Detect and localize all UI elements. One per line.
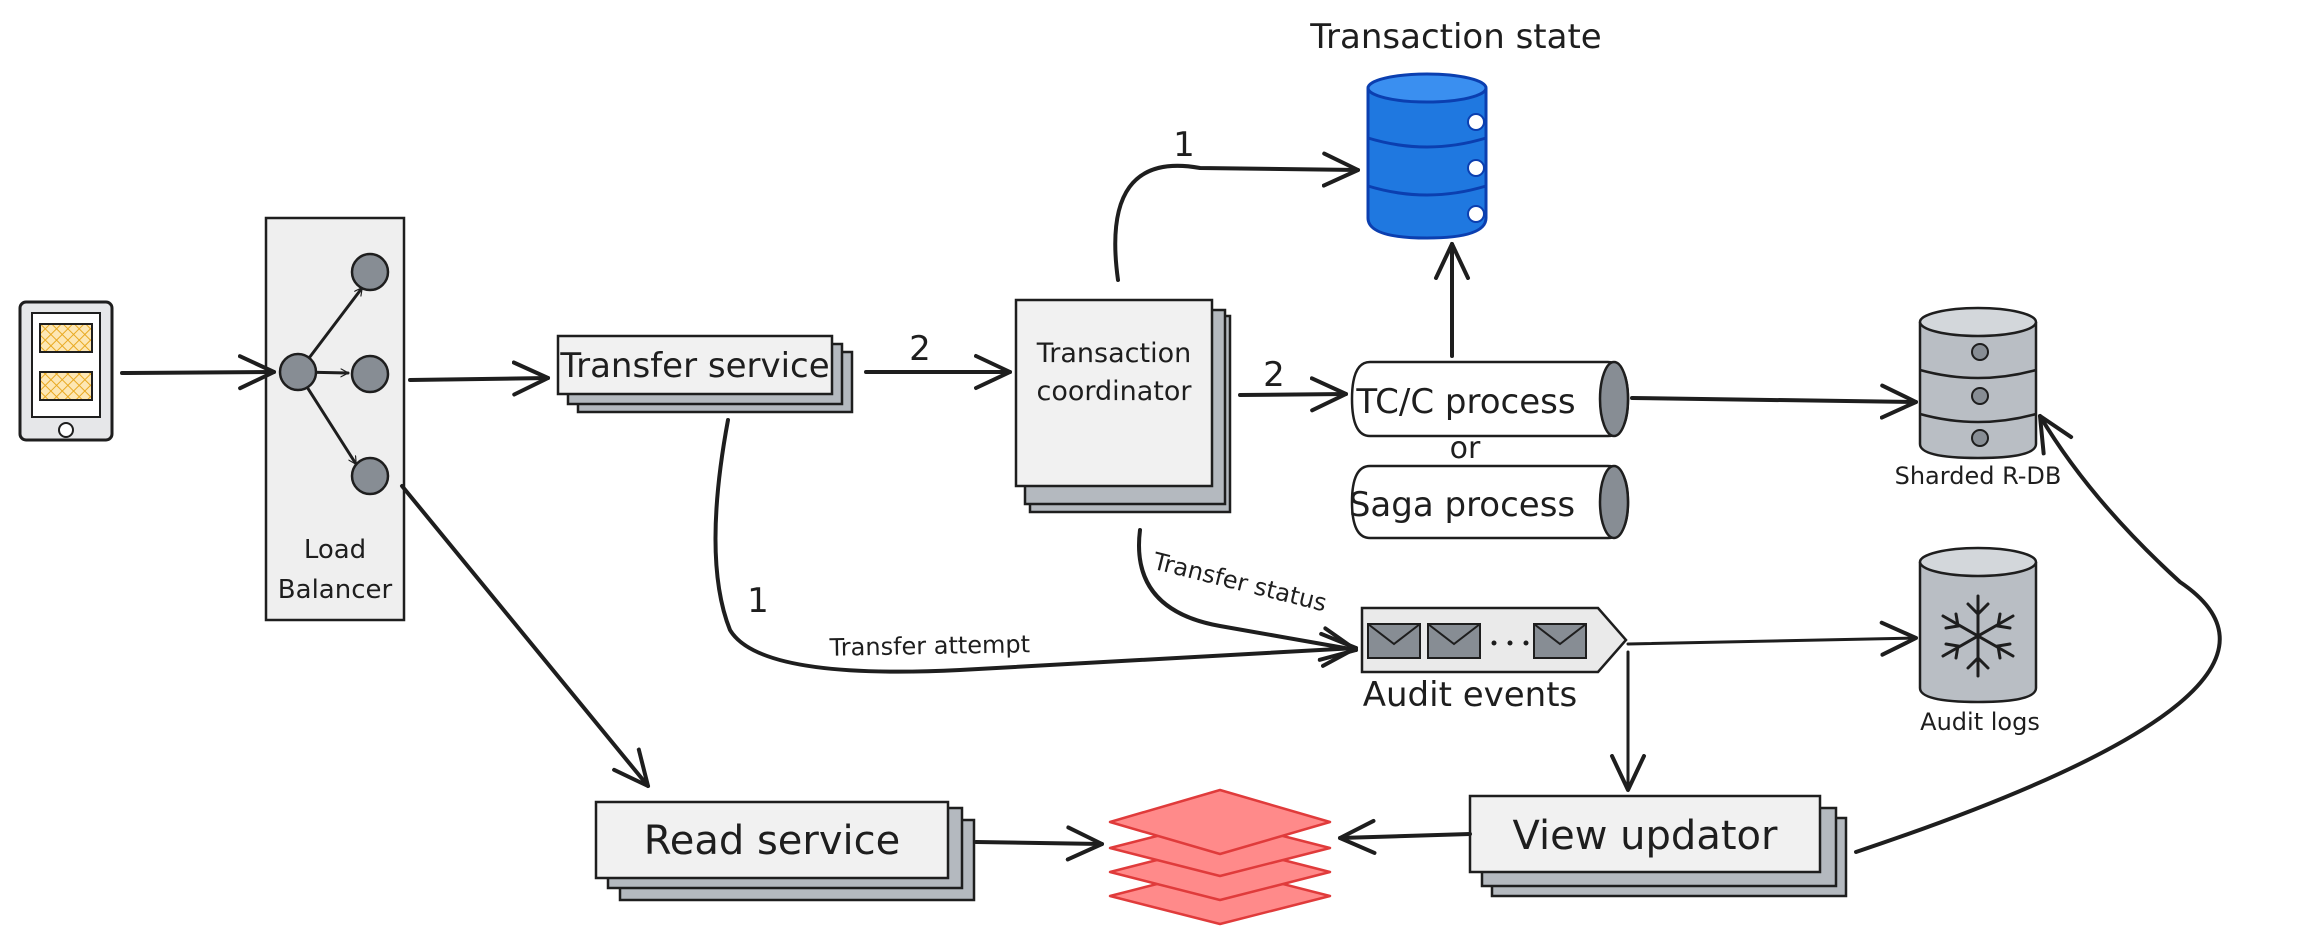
load-balancer-label-2: Balancer	[278, 575, 393, 605]
read-service: Read service	[594, 800, 976, 902]
audit-logs-label: Audit logs	[1920, 708, 2040, 736]
saga-process: Saga process	[1349, 464, 1630, 540]
edge-client-to-lb	[120, 354, 276, 391]
edges	[120, 151, 2222, 862]
edge-view-to-rdb	[1854, 414, 2222, 854]
transaction-coordinator-label-2: coordinator	[1036, 376, 1192, 407]
transaction-state-db: Transaction state	[1309, 17, 1602, 240]
view-updator: View updator	[1468, 794, 1848, 898]
mail-icon	[1367, 623, 1421, 659]
sticky-note-icon	[39, 371, 93, 401]
load-balancer: Load Balancer	[264, 216, 406, 622]
edge-lb-to-read	[400, 484, 650, 788]
saga-process-label: Saga process	[1349, 485, 1575, 525]
transaction-coordinator-label-1: Transaction	[1036, 338, 1191, 369]
audit-events-queue: Audit events	[1360, 606, 1628, 715]
edge-coordinator-to-state	[1113, 151, 1360, 282]
audit-events-label: Audit events	[1363, 675, 1578, 715]
lb-node	[350, 456, 390, 496]
edge-label-ts-to-tc: 2	[909, 329, 931, 369]
read-cache-layers	[1108, 788, 1332, 926]
mail-icon	[1533, 623, 1587, 659]
tcc-process: TC/C process	[1350, 360, 1630, 438]
sharded-rdb: Sharded R-DB	[1895, 306, 2062, 490]
mobile-client	[18, 300, 114, 442]
edge-label-ts-to-audit: 1	[747, 581, 769, 621]
lb-node	[350, 252, 390, 292]
edge-coordinator-to-audit	[1137, 528, 1358, 662]
read-service-label: Read service	[644, 818, 901, 864]
lb-node	[278, 352, 318, 392]
tcc-process-label: TC/C process	[1355, 382, 1575, 422]
edge-lb-to-transfer	[408, 360, 550, 397]
sharded-rdb-label: Sharded R-DB	[1895, 462, 2062, 490]
transfer-service-label: Transfer service	[559, 346, 829, 386]
mail-icon	[1427, 623, 1481, 659]
sticky-note-icon	[39, 323, 93, 353]
transaction-state-title: Transaction state	[1309, 17, 1601, 57]
edge-audit-to-logs	[1626, 620, 1918, 657]
or-label: or	[1450, 431, 1481, 466]
snowflake-icon	[1941, 594, 2015, 678]
edge-label-to-state: 1	[1173, 125, 1195, 165]
view-updator-label: View updator	[1513, 813, 1778, 859]
edge-read-to-cache	[974, 825, 1104, 862]
edge-view-to-cache	[1338, 818, 1472, 855]
edge-label-transfer-status: Transfer status	[1149, 547, 1329, 617]
load-balancer-label-1: Load	[304, 535, 366, 565]
edge-label-tc-to-proc: 2	[1263, 355, 1285, 395]
audit-logs-store: Audit logs	[1918, 546, 2040, 736]
transaction-coordinator: Transaction coordinator	[1014, 298, 1232, 514]
edge-transfer-to-audit	[713, 418, 1358, 674]
lb-node	[350, 354, 390, 394]
edge-label-transfer-attempt: Transfer attempt	[828, 630, 1030, 662]
transfer-service: Transfer service	[556, 334, 854, 414]
edge-tcc-to-rdb	[1630, 383, 1918, 420]
edge-coordinator-to-tcc	[1238, 376, 1348, 413]
